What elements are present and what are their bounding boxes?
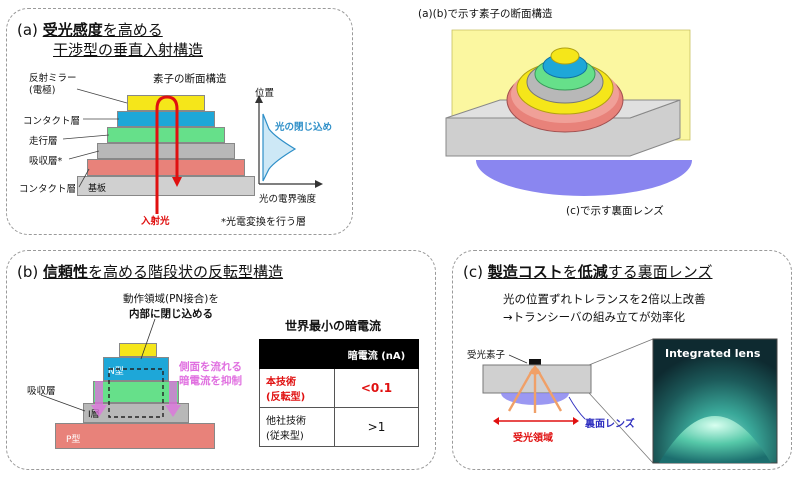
incident-label: 入射光 <box>141 216 170 227</box>
panel-b-title: (b) 信頼性を高める階段状の反転型構造 <box>17 261 283 282</box>
row2-name: 他社技術 (従来型) <box>259 407 335 447</box>
panel-b-title-bold: 信頼性 <box>43 263 89 281</box>
p-layer: P型 <box>55 423 215 449</box>
panel-b: (b) 信頼性を高める階段状の反転型構造 動作領域(PN接合)を 内部に閉じ込め… <box>6 250 436 470</box>
footnote: *光電変換を行う層 <box>221 217 306 228</box>
side-current-line2: 暗電流を抑制 <box>179 375 242 387</box>
cross-section-title: (a)(b)で示す素子の断面構造 <box>418 8 553 20</box>
photodiode <box>529 359 541 365</box>
desc-line2: →トランシーバの組み立てが効率化 <box>503 310 686 324</box>
table-row: 他社技術 (従来型) >1 <box>259 407 419 447</box>
pink-arrows <box>91 381 181 417</box>
panel-a-tag: (a) <box>17 21 38 39</box>
absorb-label: 吸収層* <box>29 156 63 167</box>
panel-b-tag: (b) <box>17 263 39 281</box>
photo-label: Integrated lens <box>665 347 761 360</box>
row1-value: <0.1 <box>334 368 419 408</box>
row1-name: 本技術 (反転型) <box>259 368 335 408</box>
table-header-empty <box>259 339 335 369</box>
contact-top-label: コンタクト層 <box>23 116 81 127</box>
panel-c-title: (c) 製造コストを低減する裏面レンズ <box>463 261 712 282</box>
lens-caption: (c)で示す裏面レンズ <box>566 205 664 217</box>
b-drift-layer <box>93 381 179 403</box>
b-absorb-label: 吸収層 <box>27 386 56 397</box>
panel-a-title-line2: 干渉型の垂直入射構造 <box>53 41 204 59</box>
table-title: 世界最小の暗電流 <box>285 319 382 333</box>
panel-c-tag: (c) <box>463 263 483 281</box>
position-label: 位置 <box>255 88 275 99</box>
section-label: 素子の断面構造 <box>153 73 227 85</box>
panel-a: (a) 受光感度を高める 干渉型の垂直入射構造 素子の断面構造 基板 反射ミラー… <box>6 8 353 235</box>
panel-b-graphics <box>40 318 181 418</box>
panel-c-title-rest: する裏面レンズ <box>607 263 713 281</box>
panel-c-title-mid: を <box>562 263 578 281</box>
confinement-label: 光の閉じ込め <box>275 122 333 133</box>
mirror-layer <box>127 95 205 111</box>
active-region-line2: 内部に閉じ込める <box>129 308 213 320</box>
panel-b-title-rest: を高める階段状の反転型構造 <box>88 263 284 281</box>
i-label: I層 <box>88 410 100 420</box>
element-label: 受光素子 <box>467 350 506 361</box>
drift-label: 走行層 <box>29 136 58 147</box>
n-label: N型 <box>108 367 124 377</box>
lens-label: 裏面レンズ <box>585 419 635 430</box>
substrate-label: 基板 <box>88 184 107 194</box>
substrate-layer: 基板 <box>77 176 255 196</box>
table-row: 本技術 (反転型) <0.1 <box>259 368 419 408</box>
panel-c: (c) 製造コストを低減する裏面レンズ 光の位置ずれトレランスを2倍以上改善 →… <box>452 250 792 470</box>
side-current-line1: 側面を流れる <box>179 361 242 373</box>
active-region-line1: 動作領域(PN接合)を <box>123 293 219 305</box>
field-label: 光の電界強度 <box>259 194 317 205</box>
panel-a-title-rest: を高める <box>102 21 163 39</box>
panel-a-title: (a) 受光感度を高める <box>17 19 163 40</box>
table-header: 暗電流 (nA) <box>334 339 419 369</box>
mirror-label: 反射ミラー (電極) <box>29 73 77 96</box>
panel-a-title-bold: 受光感度 <box>42 21 103 39</box>
field-curve <box>262 113 297 182</box>
contact-bottom-label: コンタクト層 <box>19 184 77 195</box>
contact-bottom-layer <box>87 159 245 176</box>
row2-value: >1 <box>334 407 419 447</box>
panel-c-graphics <box>482 338 778 464</box>
panel-a-graphics <box>62 88 323 214</box>
light-path <box>155 95 179 214</box>
b-mirror-layer <box>119 343 157 357</box>
p-label: P型 <box>66 435 81 445</box>
panel-c-title-bold: 製造コスト <box>487 263 563 281</box>
active-region-box <box>108 368 164 418</box>
panel-c-title-bold2: 低減 <box>577 263 608 281</box>
area-label: 受光領域 <box>513 433 553 444</box>
table-header-row: 暗電流 (nA) <box>259 339 419 369</box>
desc-line1: 光の位置ずれトレランスを2倍以上改善 <box>503 292 706 306</box>
dark-current-table: 暗電流 (nA) 本技術 (反転型) <0.1 他社技術 (従来型) >1 <box>259 339 419 447</box>
